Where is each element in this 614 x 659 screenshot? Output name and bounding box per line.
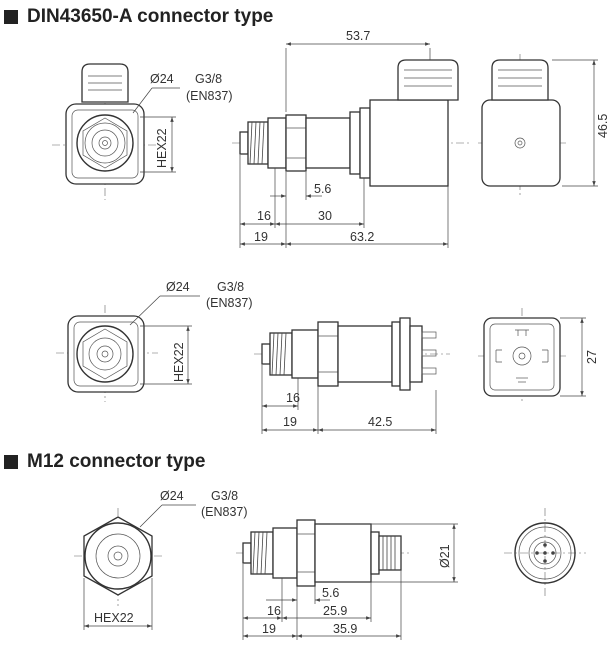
m12-rear-view (504, 508, 586, 598)
din-a-side-view (232, 42, 470, 248)
m12-total-dim: 35.9 (333, 622, 357, 636)
din-b-diameter-label: Ø24 (166, 280, 190, 294)
din-a-rear-view (478, 54, 598, 195)
m12-side-view (236, 519, 458, 640)
din-b-thread-length-dim: 19 (283, 415, 297, 429)
din-a-thread-length-dim: 19 (254, 230, 268, 244)
square-bullet-icon (4, 10, 18, 24)
din-a-body-dim: 30 (318, 209, 332, 223)
din-b-front-view (56, 295, 200, 402)
din-b-thread-standard: (EN837) (206, 296, 253, 310)
m12-thread-standard: (EN837) (201, 505, 248, 519)
din-a-diameter-label: Ø24 (150, 72, 174, 86)
din-a-hex-length-dim: 16 (257, 209, 271, 223)
section-title-text: M12 connector type (27, 451, 206, 472)
din-a-total-dim: 63.2 (350, 230, 374, 244)
m12-hex-length-dim: 16 (267, 604, 281, 618)
square-bullet-icon (4, 455, 18, 469)
din-a-thread-standard: (EN837) (186, 89, 233, 103)
din-b-thread-size: G3/8 (217, 280, 244, 294)
din-b-total-dim: 42.5 (368, 415, 392, 429)
m12-thread-size: G3/8 (211, 489, 238, 503)
din-a-overall-dim: 53.7 (346, 29, 370, 43)
m12-diameter-dim: Ø21 (438, 544, 452, 568)
m12-diameter-label: Ø24 (160, 489, 184, 503)
section-title-text: DIN43650-A connector type (27, 6, 274, 27)
m12-thread-length-dim: 19 (262, 622, 276, 636)
din-b-height-dim: 27 (585, 350, 599, 364)
din-b-side-view (254, 317, 450, 434)
din-a-flat-dim: 5.6 (314, 182, 331, 196)
m12-front-view (74, 504, 196, 630)
din-a-hex-label: HEX22 (155, 128, 169, 168)
din-b-hex-length-dim: 16 (286, 391, 300, 405)
din-a-height-dim: 46.5 (596, 114, 610, 138)
section-title-din43650a: DIN43650-A connector type (4, 4, 273, 30)
din-a-thread-size: G3/8 (195, 72, 222, 86)
section-title-m12: M12 connector type (4, 449, 205, 475)
m12-hex-label: HEX22 (94, 611, 134, 625)
m12-body-dim: 25.9 (323, 604, 347, 618)
din-b-rear-view (478, 308, 586, 404)
din-a-front-view (52, 63, 180, 200)
din-b-hex-label: HEX22 (172, 342, 186, 382)
m12-flat-dim: 5.6 (322, 586, 339, 600)
